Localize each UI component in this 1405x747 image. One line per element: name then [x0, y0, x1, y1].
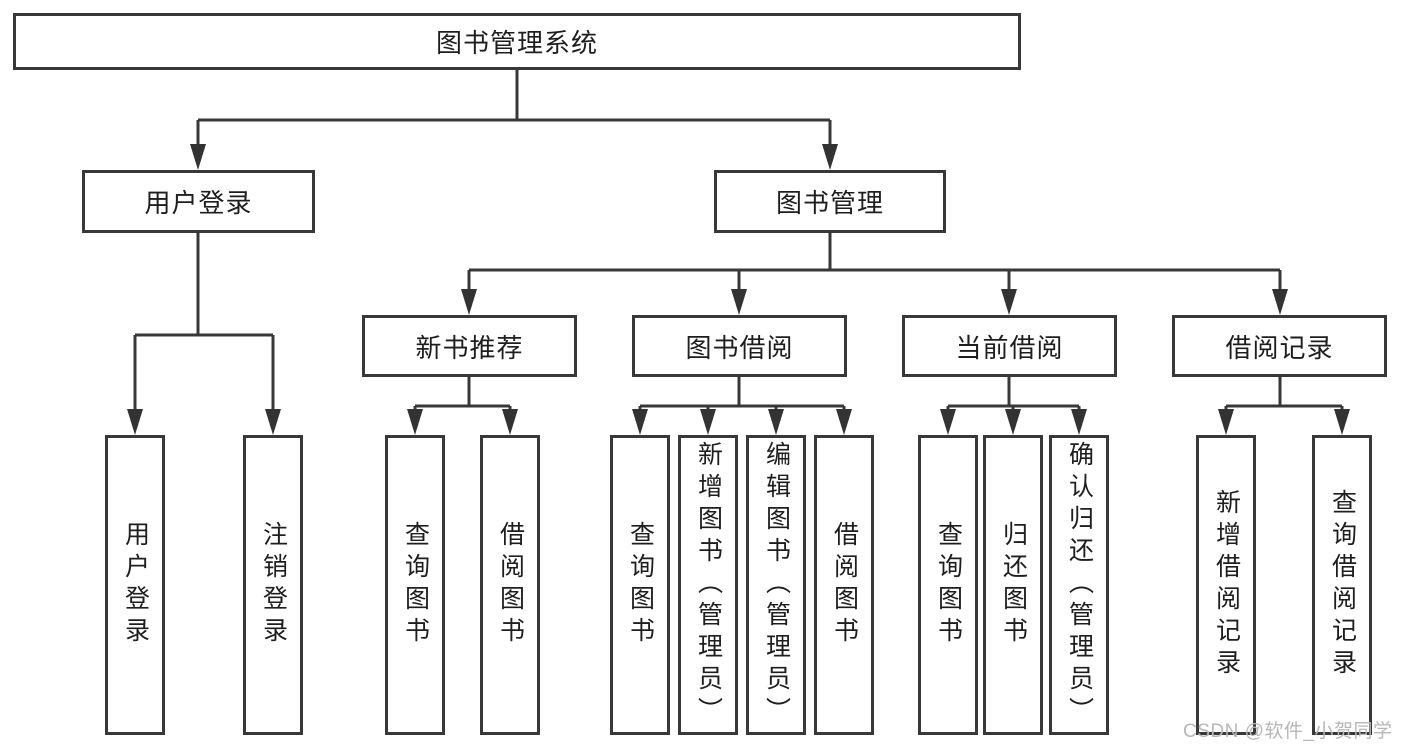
- arrowhead: [461, 289, 477, 315]
- node-current-borrow-label: 当前借阅: [955, 332, 1064, 363]
- arrowhead: [836, 409, 852, 435]
- leaf-borrow-borrow: 借阅图书: [814, 435, 874, 735]
- arrowhead: [407, 409, 423, 435]
- leaf-newbook-borrow: 借阅图书: [480, 435, 540, 735]
- leaf-current-return: 归还图书: [983, 435, 1043, 735]
- leaf-logout: 注销登录: [243, 435, 303, 735]
- leaf-borrow-add: 新增图书（管理员）: [678, 435, 738, 735]
- leaf-records-add-label: 新增借阅记录: [1212, 489, 1241, 681]
- leaf-newbook-query: 查询图书: [385, 435, 445, 735]
- arrowhead: [1005, 409, 1021, 435]
- node-book-borrow: 图书借阅: [632, 315, 847, 377]
- leaf-current-return-label: 归还图书: [999, 521, 1028, 649]
- connector-newbook-to-leaves: [413, 377, 512, 425]
- arrowhead: [731, 289, 747, 315]
- node-borrow-records-label: 借阅记录: [1225, 332, 1334, 363]
- node-user-login-label: 用户登录: [144, 188, 253, 218]
- leaf-logout-label: 注销登录: [259, 521, 288, 649]
- node-current-borrow: 当前借阅: [902, 315, 1117, 377]
- connector-borrow-to-leaves: [638, 377, 846, 425]
- node-root-label: 图书管理系统: [435, 28, 598, 58]
- arrowhead: [822, 144, 838, 170]
- node-book-borrow-label: 图书借阅: [685, 332, 794, 363]
- arrowhead: [768, 409, 784, 435]
- node-user-login: 用户登录: [82, 170, 315, 233]
- leaf-borrow-borrow-label: 借阅图书: [830, 521, 859, 649]
- leaf-records-add: 新增借阅记录: [1196, 435, 1256, 735]
- leaf-current-query-label: 查询图书: [934, 521, 963, 649]
- leaf-current-confirm-return-label: 确认归还（管理员）: [1065, 441, 1094, 729]
- node-new-book-recommend: 新书推荐: [362, 315, 577, 377]
- arrowhead: [1218, 409, 1234, 435]
- leaf-current-query: 查询图书: [918, 435, 978, 735]
- connector-root-to-level2: [196, 70, 832, 160]
- connector-mgmt-to-level3: [467, 233, 1282, 305]
- csdn-watermark: CSDN @软件_小贺同学: [1183, 721, 1393, 742]
- arrowhead: [632, 409, 648, 435]
- arrowhead: [1334, 409, 1350, 435]
- arrowhead: [700, 409, 716, 435]
- leaf-user-login-label: 用户登录: [121, 521, 150, 649]
- node-new-book-recommend-label: 新书推荐: [415, 332, 524, 363]
- leaf-records-query-label: 查询借阅记录: [1328, 489, 1357, 681]
- leaf-newbook-query-label: 查询图书: [401, 521, 430, 649]
- arrowhead: [127, 409, 143, 435]
- leaf-borrow-query-label: 查询图书: [626, 521, 655, 649]
- leaf-borrow-add-label: 新增图书（管理员）: [694, 441, 723, 729]
- leaf-borrow-edit-label: 编辑图书（管理员）: [762, 441, 791, 729]
- connector-current-to-leaves: [946, 377, 1081, 425]
- connector-login-to-leaves: [133, 233, 275, 425]
- arrowhead: [940, 409, 956, 435]
- arrowhead: [190, 144, 206, 170]
- arrowhead: [1272, 289, 1288, 315]
- arrowhead: [1001, 289, 1017, 315]
- leaf-newbook-borrow-label: 借阅图书: [496, 521, 525, 649]
- leaf-borrow-edit: 编辑图书（管理员）: [746, 435, 806, 735]
- leaf-records-query: 查询借阅记录: [1312, 435, 1372, 735]
- node-root: 图书管理系统: [13, 13, 1021, 70]
- arrowhead: [265, 409, 281, 435]
- arrowhead: [502, 409, 518, 435]
- leaf-borrow-query: 查询图书: [610, 435, 670, 735]
- leaf-current-confirm-return: 确认归还（管理员）: [1049, 435, 1109, 735]
- arrowhead: [1071, 409, 1087, 435]
- node-borrow-records: 借阅记录: [1172, 315, 1387, 377]
- leaf-user-login: 用户登录: [105, 435, 165, 735]
- node-book-management: 图书管理: [714, 170, 946, 233]
- connector-records-to-leaves: [1224, 377, 1344, 425]
- node-book-management-label: 图书管理: [775, 188, 884, 218]
